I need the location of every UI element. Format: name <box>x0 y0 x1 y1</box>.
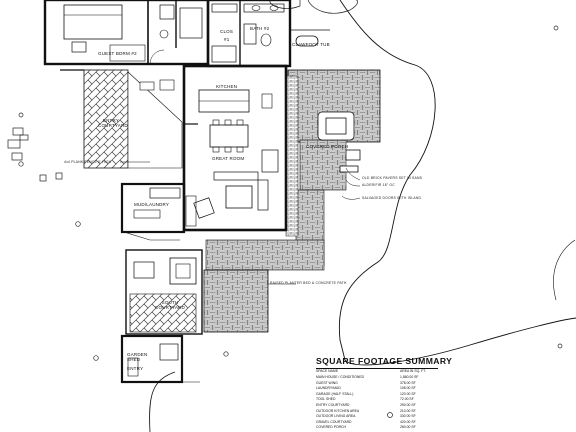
summary-row-value: 330.00 SF <box>400 414 416 419</box>
label-clawfoot-tub: CLAWFOOT TUB <box>292 42 330 47</box>
summary-row-value: 108.00 SF <box>400 386 416 391</box>
summary-header-name: SPACE NAME <box>316 369 338 373</box>
clawfoot-tub <box>290 29 330 47</box>
label-mud-laundry: MUD/LAUNDRY <box>134 202 170 207</box>
summary-rule <box>316 368 438 369</box>
summary-row: LAUNDRY/MUD 108.00 SF <box>316 386 438 391</box>
summary-row-value: 120.00 SF <box>400 391 416 396</box>
note-west: 4x4 PLANK FENCE 6' HIGH <box>64 160 112 164</box>
summary-row-value: 290.00 SF <box>400 403 416 407</box>
main-house <box>182 64 288 232</box>
summary-row: GARAGE (HALF STALL) 120.00 SF <box>316 392 438 397</box>
summary-row: OUTDOOR LIVING AREA 330.00 SF <box>316 414 438 419</box>
note-porch-3: SALVAGED DOORS WITH ISLAND <box>362 196 422 200</box>
summary-row: OUTDOOR KITCHEN AREA 210.00 SF <box>316 409 438 414</box>
summary-row: GRAVEL COURTYARD 420.00 SF <box>316 420 438 425</box>
label-south-courtyard: SOUTH COURTYARD <box>155 300 185 310</box>
summary-row: COVERED PORCH 260.00 SF <box>316 425 438 430</box>
summary-row-name: GARAGE (HALF STALL) <box>316 391 354 396</box>
summary-row-name: MAIN HOUSE / CONDITIONED <box>316 375 365 379</box>
note-porch-1: OLD BRICK PAVERS SET IN SAND <box>362 176 423 180</box>
trees <box>18 0 563 418</box>
summary-row-name: GRAVEL COURTYARD <box>316 419 352 424</box>
summary-row-value: 72.00 SF <box>400 397 414 402</box>
mud-laundry <box>120 182 186 241</box>
summary-row-name: GUEST WING <box>316 380 338 385</box>
label-bath: BATH #2 <box>250 26 270 31</box>
entry-courtyard <box>60 69 183 169</box>
label-closet: CLOS <box>220 29 234 34</box>
summary-row-name: OUTDOOR KITCHEN AREA <box>316 408 360 413</box>
label-garden-shed: GARDEN SHED <box>127 352 148 362</box>
summary-header-row: SPACE NAME AREA IN SQ. FT. <box>316 369 438 374</box>
summary-row-name: ENTRY COURTYARD <box>316 403 350 407</box>
label-kitchen: KITCHEN <box>216 84 238 89</box>
callout-leaders <box>120 161 361 285</box>
label-entry: ENTRY <box>127 366 144 371</box>
summary-row: GUEST WING 378.00 SF <box>316 381 438 386</box>
note-porch-2: ALDER/FIR 18" OC <box>362 183 395 187</box>
summary-row: ENTRY COURTYARD 290.00 SF <box>316 403 438 408</box>
summary-row-value: 260.00 SF <box>400 425 416 430</box>
summary-row-name: TOOL SHED <box>316 397 336 402</box>
summary-row: MAIN HOUSE / CONDITIONED 1,860.00 SF <box>316 375 438 380</box>
porch-furniture <box>317 111 361 173</box>
label-closet-number: #1 <box>224 37 230 42</box>
summary-row-value: 420.00 SF <box>400 419 416 424</box>
summary-row-name: COVERED PORCH <box>316 425 346 430</box>
summary-header-value: AREA IN SQ. FT. <box>400 369 426 373</box>
stepping-stones <box>7 127 63 182</box>
label-covered-porch: COVERED PORCH <box>306 144 349 149</box>
note-south: RAISED PLANTER BED & CONCRETE PATH <box>270 281 347 285</box>
patio-paving <box>203 69 381 333</box>
south-courtyard <box>125 249 203 335</box>
summary-row-name: LAUNDRY/MUD <box>316 386 341 391</box>
garden-shed <box>120 334 200 384</box>
square-footage-summary: SQUARE FOOTAGE SUMMARY SPACE NAME AREA I… <box>316 356 452 432</box>
landscape-boundary <box>338 0 576 366</box>
summary-row-name: OUTDOOR LIVING AREA <box>316 414 356 419</box>
label-entry-courtyard: ENTRY COURTYARD <box>98 118 128 128</box>
label-great-room: GREAT ROOM <box>212 156 245 161</box>
summary-title: SQUARE FOOTAGE SUMMARY <box>316 356 453 366</box>
summary-row-value: 210.00 SF <box>400 408 416 413</box>
label-guest-bdrm: GUEST BDRM #2 <box>98 51 137 56</box>
summary-row-value: 1,860.00 SF <box>400 375 419 379</box>
summary-row-value: 378.00 SF <box>400 380 416 385</box>
summary-row: TOOL SHED 72.00 SF <box>316 397 438 402</box>
